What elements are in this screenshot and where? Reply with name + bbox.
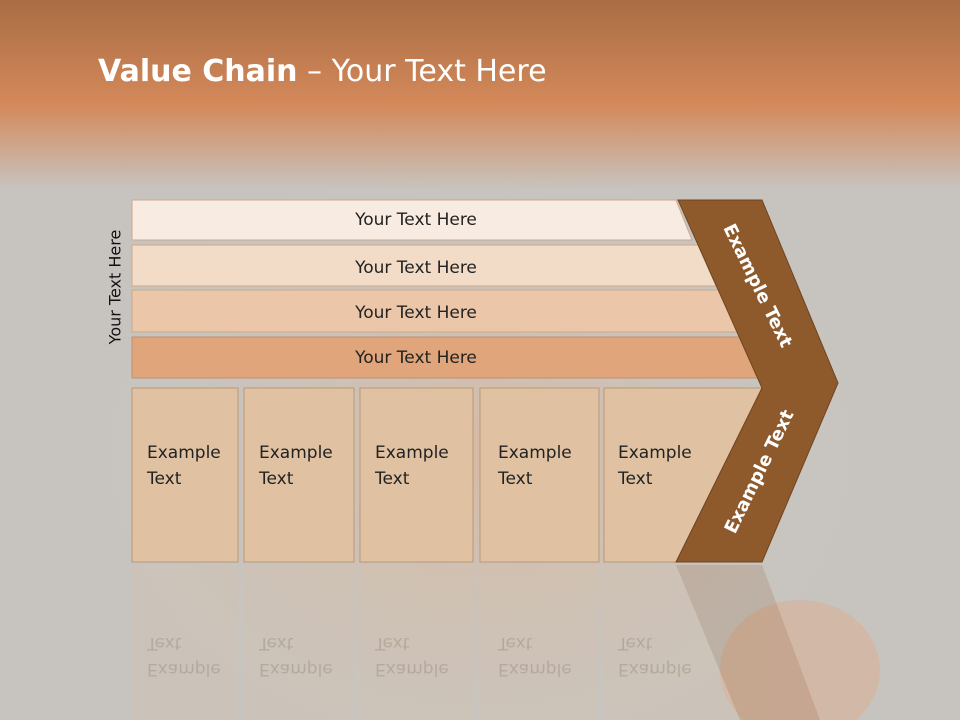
box-1-reflection: Example Text (147, 630, 221, 682)
box-2-reflection: Example Text (259, 630, 333, 682)
box-4-line2: Text (498, 469, 533, 489)
box-5-text: Example Text (618, 440, 692, 492)
box-3-reflection-line1: Example (375, 659, 449, 679)
box-3-reflection: Example Text (375, 630, 449, 682)
box-1-reflection-line2: Text (147, 633, 182, 653)
box-3-line1: Example (375, 443, 449, 463)
box-2-line1: Example (259, 443, 333, 463)
bar-3-label: Your Text Here (354, 303, 477, 323)
box-2-line2: Text (259, 469, 294, 489)
box-2-reflection-line2: Text (259, 633, 294, 653)
box-1-line2: Text (147, 469, 182, 489)
box-1-text: Example Text (147, 440, 221, 492)
box-5-reflection-line2: Text (618, 633, 653, 653)
box-3-line2: Text (375, 469, 410, 489)
box-4-line1: Example (498, 443, 572, 463)
box-4-reflection-line2: Text (498, 633, 533, 653)
box-5-line2: Text (618, 469, 653, 489)
box-4-reflection-line1: Example (498, 659, 572, 679)
box-2 (243, 387, 355, 563)
reflection (132, 565, 820, 720)
box-2-reflection-line1: Example (259, 659, 333, 679)
box-3 (359, 387, 474, 563)
box-1-line1: Example (147, 443, 221, 463)
box-4-reflection: Example Text (498, 630, 572, 682)
box-5-line1: Example (618, 443, 692, 463)
box-2-text: Example Text (259, 440, 333, 492)
box-4 (479, 387, 600, 563)
box-3-text: Example Text (375, 440, 449, 492)
box-3-reflection-line2: Text (375, 633, 410, 653)
box-1 (131, 387, 239, 563)
page-title: Value Chain – Your Text Here (98, 54, 547, 89)
title-rest: – Your Text Here (297, 54, 547, 89)
bar-2-label: Your Text Here (354, 258, 477, 278)
box-5-reflection: Example Text (618, 630, 692, 682)
box-1-reflection-line1: Example (147, 659, 221, 679)
title-bold: Value Chain (98, 54, 298, 89)
bar-1-label: Your Text Here (354, 210, 477, 230)
bar-1 (131, 199, 693, 241)
chevron-arrow (675, 199, 839, 563)
box-4-text: Example Text (498, 440, 572, 492)
bar-4-label: Your Text Here (354, 348, 477, 368)
box-5-reflection-line1: Example (618, 659, 692, 679)
